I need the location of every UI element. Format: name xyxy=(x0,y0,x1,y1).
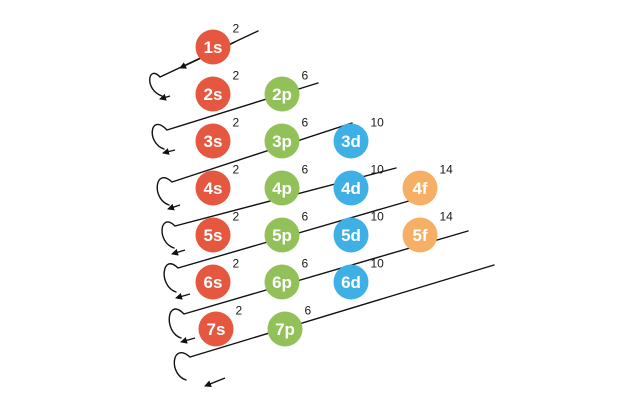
orbital-circle xyxy=(267,311,303,347)
filling-path-segment-4 xyxy=(161,167,397,249)
orbital-7p: 7p 6 xyxy=(267,304,312,347)
electron-capacity-label: 2 xyxy=(233,69,240,83)
electron-capacity-label: 10 xyxy=(371,163,385,177)
orbital-4d: 4d 10 xyxy=(333,163,385,206)
orbital-circle xyxy=(195,217,231,253)
electron-capacity-label: 6 xyxy=(302,69,309,83)
orbital-label: 6s xyxy=(204,273,223,292)
orbital-circle xyxy=(264,76,300,112)
orbital-7s: 7s 2 xyxy=(198,304,243,347)
orbital-label: 1s xyxy=(204,38,223,57)
orbital-3d: 3d 10 xyxy=(333,116,385,159)
orbital-group: 1s 2 2s 2 2p 6 3s 2 3p 6 4s 2 4p 6 3d 10 5s 2 5p 6 4d 10 6s 2 6p… xyxy=(195,22,454,347)
orbital-circle xyxy=(402,170,438,206)
orbital-circle xyxy=(402,217,438,253)
electron-capacity-label: 10 xyxy=(371,257,385,271)
electron-capacity-label: 6 xyxy=(302,116,309,130)
orbital-3p: 3p 6 xyxy=(264,116,309,159)
orbital-circle xyxy=(195,123,231,159)
electron-capacity-label: 14 xyxy=(440,210,454,224)
orbital-label: 2p xyxy=(272,85,292,104)
orbital-1s: 1s 2 xyxy=(195,22,240,65)
orbital-5s: 5s 2 xyxy=(195,210,240,253)
orbital-label: 5d xyxy=(341,226,361,245)
electron-capacity-label: 6 xyxy=(302,163,309,177)
orbital-circle xyxy=(333,123,369,159)
direction-arrow-8 xyxy=(204,377,226,388)
orbital-label: 4s xyxy=(204,179,223,198)
orbital-label: 7s xyxy=(207,320,226,339)
filling-path-group xyxy=(149,30,495,388)
filling-path-segment-3 xyxy=(156,122,353,206)
orbital-label: 4p xyxy=(272,179,292,198)
orbital-circle xyxy=(195,170,231,206)
orbital-label: 4f xyxy=(412,179,427,198)
orbital-circle xyxy=(264,123,300,159)
direction-arrow-5 xyxy=(171,248,186,256)
orbital-5p: 5p 6 xyxy=(264,210,309,253)
orbital-label: 2s xyxy=(204,85,223,104)
direction-arrow-7 xyxy=(180,336,196,344)
orbital-label: 7p xyxy=(275,320,295,339)
electron-capacity-label: 2 xyxy=(236,304,243,318)
orbital-5f: 5f 14 xyxy=(402,210,454,253)
electron-capacity-label: 6 xyxy=(302,257,309,271)
orbital-circle xyxy=(333,217,369,253)
orbital-label: 5f xyxy=(412,226,427,245)
orbital-label: 6d xyxy=(341,273,361,292)
filling-path-segment-5 xyxy=(163,195,427,293)
electron-capacity-label: 2 xyxy=(233,210,240,224)
direction-arrow-2 xyxy=(159,93,171,101)
orbital-label: 3s xyxy=(204,132,223,151)
orbital-6p: 6p 6 xyxy=(264,257,309,300)
electron-capacity-label: 2 xyxy=(233,116,240,130)
electron-capacity-label: 10 xyxy=(371,116,385,130)
orbital-label: 5p xyxy=(272,226,292,245)
orbital-6d: 6d 10 xyxy=(333,257,385,300)
orbital-circle xyxy=(195,76,231,112)
orbital-circle xyxy=(198,311,234,347)
orbital-circle xyxy=(333,264,369,300)
electron-capacity-label: 6 xyxy=(302,210,309,224)
electron-capacity-label: 14 xyxy=(440,163,454,177)
orbital-4f: 4f 14 xyxy=(402,163,454,206)
filling-path-segment-7 xyxy=(173,264,495,381)
orbital-2p: 2p 6 xyxy=(264,69,309,112)
orbital-label: 3d xyxy=(341,132,361,151)
orbital-4p: 4p 6 xyxy=(264,163,309,206)
filling-path-segment-2 xyxy=(151,82,319,150)
direction-arrow-3 xyxy=(162,148,176,155)
electron-capacity-label: 2 xyxy=(233,22,240,36)
orbital-circle xyxy=(333,170,369,206)
electron-capacity-label: 2 xyxy=(233,163,240,177)
electron-capacity-label: 10 xyxy=(371,210,385,224)
orbital-circle xyxy=(264,170,300,206)
orbital-3s: 3s 2 xyxy=(195,116,240,159)
orbital-label: 6p xyxy=(272,273,292,292)
orbital-5d: 5d 10 xyxy=(333,210,385,253)
orbital-circle xyxy=(195,29,231,65)
filling-path-segment-1 xyxy=(149,30,259,97)
electron-capacity-label: 6 xyxy=(305,304,312,318)
filling-path-segment-6 xyxy=(168,230,469,339)
orbital-label: 4d xyxy=(341,179,361,198)
direction-arrow-6 xyxy=(175,292,191,300)
orbital-circle xyxy=(195,264,231,300)
orbital-label: 5s xyxy=(204,226,223,245)
orbital-circle xyxy=(264,264,300,300)
orbital-4s: 4s 2 xyxy=(195,163,240,206)
orbital-2s: 2s 2 xyxy=(195,69,240,112)
electron-capacity-label: 2 xyxy=(233,257,240,271)
orbital-circle xyxy=(264,217,300,253)
orbital-6s: 6s 2 xyxy=(195,257,240,300)
direction-arrow-4 xyxy=(167,203,181,211)
orbital-label: 3p xyxy=(272,132,292,151)
